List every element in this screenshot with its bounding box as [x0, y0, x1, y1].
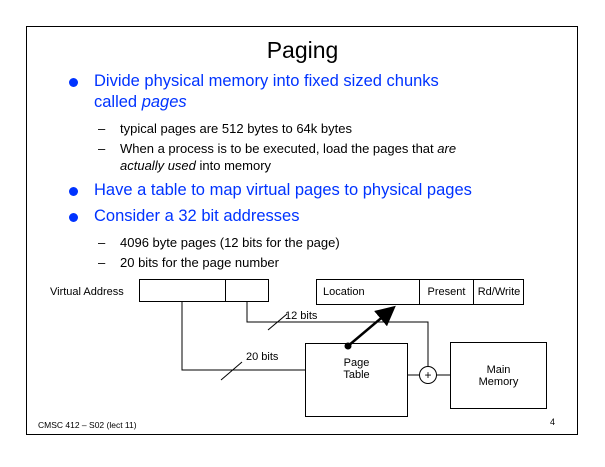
entry-location: Location [323, 286, 365, 298]
sub-bullet-1-2-text: When a process is to be executed, load t… [120, 141, 438, 156]
sub-bullet-3-2: – 20 bits for the page number [98, 255, 279, 270]
bits-20-label: 20 bits [246, 351, 279, 363]
main-memory-line1: Main [486, 363, 511, 376]
dash-icon: – [98, 235, 106, 250]
dash-icon: – [98, 121, 106, 136]
dash-icon: – [98, 255, 106, 270]
sub-bullet-1-2: – When a process is to be executed, load… [98, 141, 457, 156]
adder-icon: + [419, 366, 437, 384]
offset-line [246, 302, 429, 366]
bullet-2: Have a table to map virtual pages to phy… [69, 181, 472, 200]
bullet-1-line2-text: called [94, 93, 142, 111]
bits-12-slash [267, 313, 288, 331]
bits-20-slash [220, 361, 243, 381]
main-memory-line2: Memory [478, 375, 519, 388]
bullet-3: Consider a 32 bit addresses [69, 207, 300, 226]
sub-bullet-1-2-italic2: actually used [120, 158, 196, 173]
bullet-1-line1: Divide physical memory into fixed sized … [94, 72, 439, 90]
slide-title: Paging [266, 37, 339, 63]
bullet-dot-icon [69, 213, 78, 222]
sub-bullet-1-2-line2: actually used into memory [120, 158, 271, 173]
virtual-address-label: Virtual Address [50, 286, 124, 298]
footer-page-number: 4 [550, 417, 556, 427]
virtual-address-divider [225, 280, 226, 301]
bullet-1-italic-pages: pages [141, 93, 187, 111]
bullet-1-line2: called pages [94, 93, 187, 112]
sub-bullet-3-1: – 4096 byte pages (12 bits for the page) [98, 235, 340, 250]
entry-rdwrite: Rd/Write [473, 280, 524, 304]
virtual-address-box [139, 279, 269, 302]
dash-icon: – [98, 141, 106, 156]
sub-bullet-1-2-line2-text: into memory [195, 158, 272, 173]
bits-12-label: 12 bits [285, 310, 318, 322]
bullet-1: Divide physical memory into fixed sized … [69, 72, 439, 91]
sub-bullet-3-2-text: 20 bits for the page number [120, 255, 279, 270]
slide-frame [26, 26, 578, 435]
bullet-2-text: Have a table to map virtual pages to phy… [94, 181, 472, 199]
page-table-entry-box: Location Present Rd/Write [316, 279, 524, 305]
main-memory-box: Main Memory [450, 342, 547, 409]
page-number-line [181, 302, 305, 371]
bullet-3-text: Consider a 32 bit addresses [94, 207, 300, 225]
sub-bullet-1-2-italic: are [437, 141, 457, 156]
page-table-line2: Table [343, 369, 370, 381]
adder-symbol: + [424, 368, 432, 382]
footer-course-label: CMSC 412 – S02 (lect 11) [38, 420, 137, 430]
bullet-dot-icon [69, 78, 78, 87]
entry-pointer-arrow [347, 305, 396, 347]
sub-bullet-1-1: – typical pages are 512 bytes to 64k byt… [98, 121, 352, 136]
entry-pointer-dot [344, 342, 352, 350]
page-table-line1: Page [343, 357, 370, 369]
bullet-dot-icon [69, 187, 78, 196]
page-table-box: Page Table [305, 343, 408, 417]
entry-present: Present [419, 280, 473, 304]
sub-bullet-1-1-text: typical pages are 512 bytes to 64k bytes [120, 121, 352, 136]
sub-bullet-3-1-text: 4096 byte pages (12 bits for the page) [120, 235, 340, 250]
